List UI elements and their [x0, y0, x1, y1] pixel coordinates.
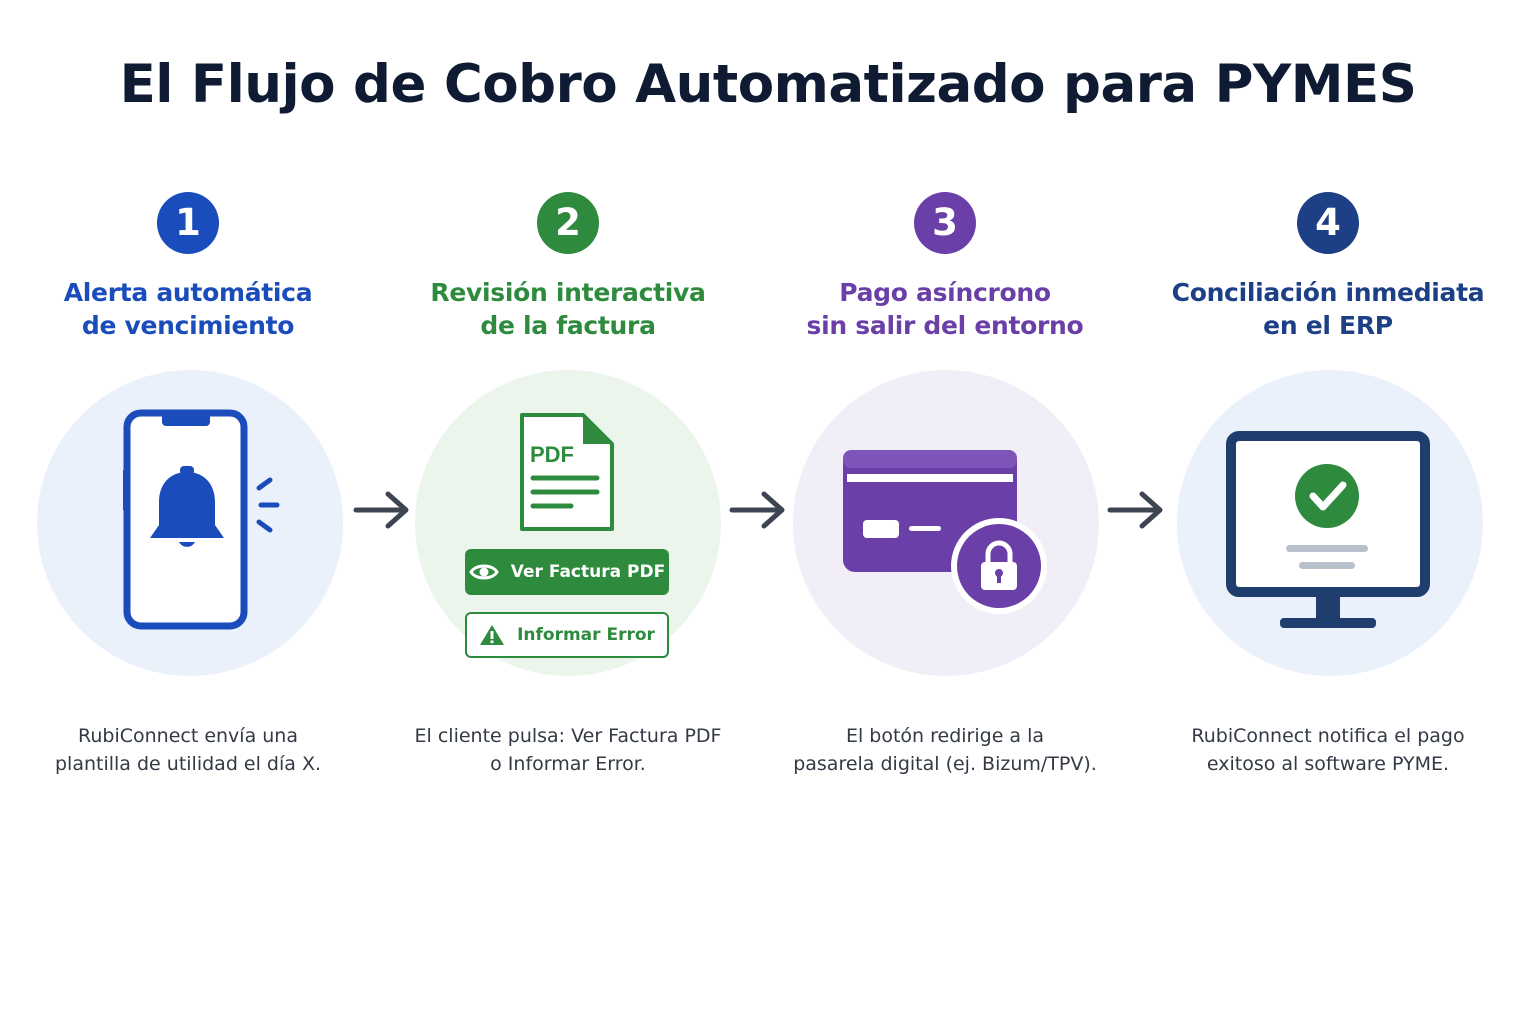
step-2: 2 Revisión interactiva de la factura PDF…	[388, 192, 748, 812]
credit-card-lock-icon	[843, 450, 1047, 614]
step-caption: RubiConnect envía una plantilla de utili…	[55, 725, 321, 775]
step-number-badge: 4	[1297, 192, 1359, 254]
arrow-right-icon	[353, 491, 409, 529]
step-heading: Conciliación inmediata en el ERP	[1171, 278, 1485, 340]
step-illustration	[793, 370, 1099, 676]
step-heading: Alerta automática de vencimiento	[63, 278, 313, 340]
step-1: 1 Alerta automática de vencimiento RubiC…	[8, 192, 368, 812]
monitor-check-icon	[1226, 431, 1430, 628]
eye-icon	[469, 564, 499, 580]
step-caption: El botón redirige a la pasarela digital …	[793, 725, 1097, 775]
page-title: El Flujo de Cobro Automatizado para PYME…	[119, 54, 1417, 115]
step-number-badge: 3	[914, 192, 976, 254]
step-3: 3 Pago asíncrono sin salir del entorno E…	[765, 192, 1125, 812]
report-error-button[interactable]: Informar Error	[465, 612, 669, 658]
pdf-document-icon: PDF	[520, 413, 614, 531]
step-number-badge: 2	[537, 192, 599, 254]
step-heading: Pago asíncrono sin salir del entorno	[806, 278, 1084, 340]
step-caption: El cliente pulsa: Ver Factura PDF o Info…	[414, 725, 722, 775]
step-4: 4 Conciliación inmediata en el ERP RubiC…	[1148, 192, 1508, 812]
step-illustration: PDF Ver Factura PDF Informar Error	[415, 370, 721, 676]
arrow-right-icon	[729, 491, 785, 529]
step-heading: Revisión interactiva de la factura	[430, 278, 706, 340]
view-invoice-pdf-button[interactable]: Ver Factura PDF	[465, 549, 669, 595]
warning-icon	[480, 625, 505, 645]
step-caption: RubiConnect notifica el pago exitoso al …	[1191, 725, 1465, 775]
step-number-badge: 1	[157, 192, 219, 254]
step-illustration	[37, 370, 343, 676]
smartphone-bell-icon	[123, 409, 280, 630]
step-illustration	[1177, 370, 1483, 676]
arrow-right-icon	[1107, 491, 1163, 529]
pdf-label: PDF	[530, 442, 574, 467]
